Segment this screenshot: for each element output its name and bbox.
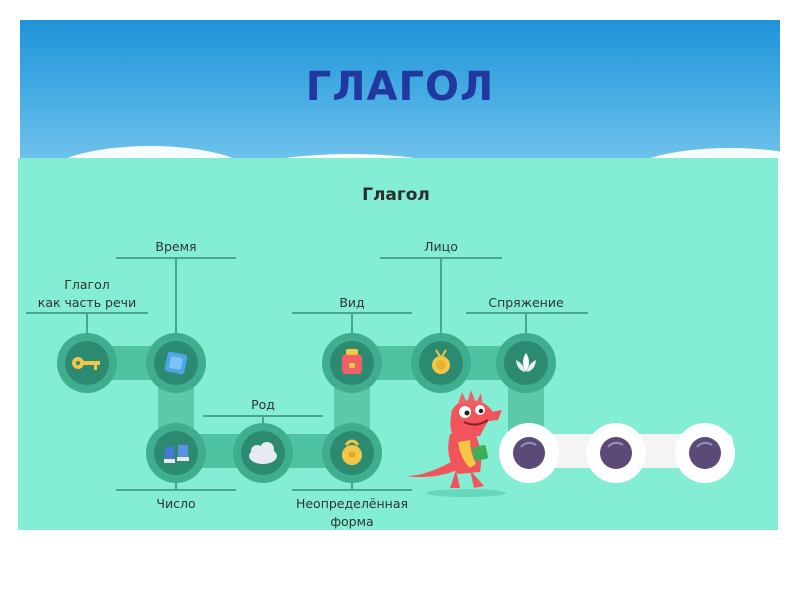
node-gender[interactable]: [233, 423, 293, 483]
label-aspect: Вид: [339, 295, 364, 310]
cube-icon: [164, 351, 188, 375]
label-infinitive-line2: форма: [330, 514, 373, 529]
diagram-title: Глагол: [362, 185, 430, 205]
node-tense[interactable]: [146, 333, 206, 393]
locked-node[interactable]: [499, 423, 559, 483]
node-aspect[interactable]: [322, 333, 382, 393]
node-number[interactable]: [146, 423, 206, 483]
node-part-of-speech[interactable]: [57, 333, 117, 393]
node-person[interactable]: [411, 333, 471, 393]
locked-node[interactable]: [675, 423, 735, 483]
lotus-icon: [516, 353, 536, 372]
cloud-icon: [249, 442, 277, 464]
label-part-of-speech-line1: Глагол: [64, 277, 109, 292]
label-gender: Род: [251, 397, 275, 412]
label-tense: Время: [155, 239, 196, 254]
backpack-icon: [342, 349, 362, 374]
shoes-icon: [164, 445, 189, 463]
label-number: Число: [156, 496, 195, 511]
verb-roadmap-panel: Глагол: [18, 158, 778, 530]
medal-icon: [432, 349, 450, 374]
label-conjugation: Спряжение: [488, 295, 564, 310]
label-part-of-speech-line2: как часть речи: [38, 295, 136, 310]
kettlebell-icon: [342, 439, 362, 465]
label-infinitive-line1: Неопределённая: [296, 496, 408, 511]
verb-roadmap-diagram: Глагол: [26, 185, 735, 529]
node-conjugation[interactable]: [496, 333, 556, 393]
slide-title: ГЛАГОЛ: [305, 64, 495, 110]
locked-node[interactable]: [586, 423, 646, 483]
dragon-mascot-icon: [406, 390, 506, 497]
key-icon: [72, 357, 100, 370]
label-person: Лицо: [424, 239, 458, 254]
node-infinitive[interactable]: [322, 423, 382, 483]
